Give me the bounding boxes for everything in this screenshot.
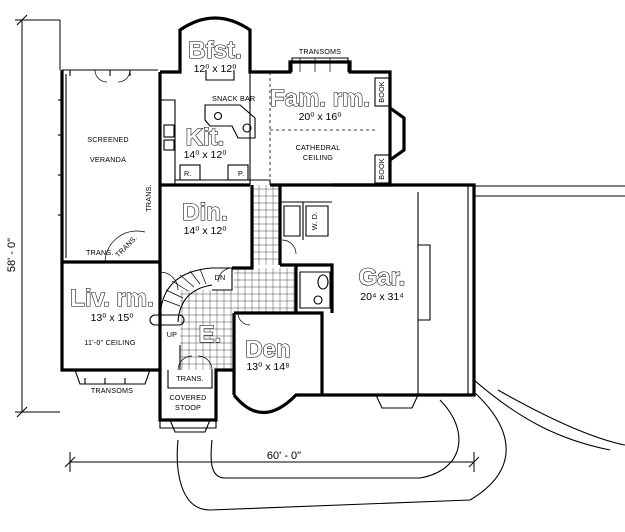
bay-windows <box>74 57 419 433</box>
veranda-label: VERANDA <box>90 155 126 164</box>
snack-bar-label: SNACK BAR <box>212 94 255 103</box>
trans-veranda-label: TRANS. <box>86 248 114 257</box>
stoop-label: STOOP <box>175 403 201 412</box>
covered-label: COVERED <box>170 393 207 402</box>
kit-size: 14⁰ x 12⁰ <box>184 149 228 161</box>
kit-name: Kit. <box>186 124 225 151</box>
den-name: Den <box>245 336 290 363</box>
staircase <box>149 267 233 370</box>
den-size: 13⁰ x 14⁸ <box>246 361 289 373</box>
transoms-bottom-label: TRANSOMS <box>91 386 133 395</box>
liv-ceiling-label: 11'-0" CEILING <box>84 338 136 347</box>
up-label: UP <box>167 330 177 339</box>
dn-label: DN <box>215 273 226 282</box>
trans-entry-label: TRANS. <box>176 374 204 383</box>
transoms-top-label: TRANSOMS <box>299 47 341 56</box>
bfst-size: 12⁰ x 12⁰ <box>194 63 238 75</box>
liv-name: Liv. rm. <box>70 285 154 312</box>
wd-label: W. D. <box>310 212 319 231</box>
book-label-bottom: BOOK <box>377 158 386 180</box>
r-label: R. <box>184 169 192 178</box>
entry-name: E. <box>199 321 222 348</box>
cathedral-label: CATHEDRAL <box>296 143 341 152</box>
bfst-name: Bfst. <box>188 37 241 64</box>
tile-floor <box>180 185 296 370</box>
gar-name: Gar. <box>359 264 406 291</box>
entry-stoop <box>159 355 217 429</box>
trans-vertical-label: TRANS. <box>144 184 153 212</box>
width-dimension: 60' - 0" <box>267 450 301 462</box>
p-label: P. <box>238 169 244 178</box>
screened-veranda <box>58 69 160 264</box>
book-label-top: BOOK <box>377 81 386 103</box>
din-size: 14⁰ x 12⁰ <box>184 225 228 237</box>
depth-dimension: 58' - 0" <box>6 238 18 272</box>
driveway <box>176 185 625 511</box>
fam-name: Fam. rm. <box>270 85 370 112</box>
gar-size: 20⁴ x 31⁴ <box>360 291 403 303</box>
ceiling-label: CEILING <box>303 153 333 162</box>
liv-size: 13⁰ x 15⁰ <box>91 312 135 324</box>
trans-diagonal-label: TRANS. <box>113 233 139 259</box>
din-name: Din. <box>182 199 227 226</box>
fireplace <box>374 77 406 184</box>
family-room <box>269 72 375 185</box>
fam-size: 20⁰ x 16⁰ <box>299 111 343 123</box>
screened-label: SCREENED <box>87 135 129 144</box>
dimension-lines <box>15 14 480 472</box>
